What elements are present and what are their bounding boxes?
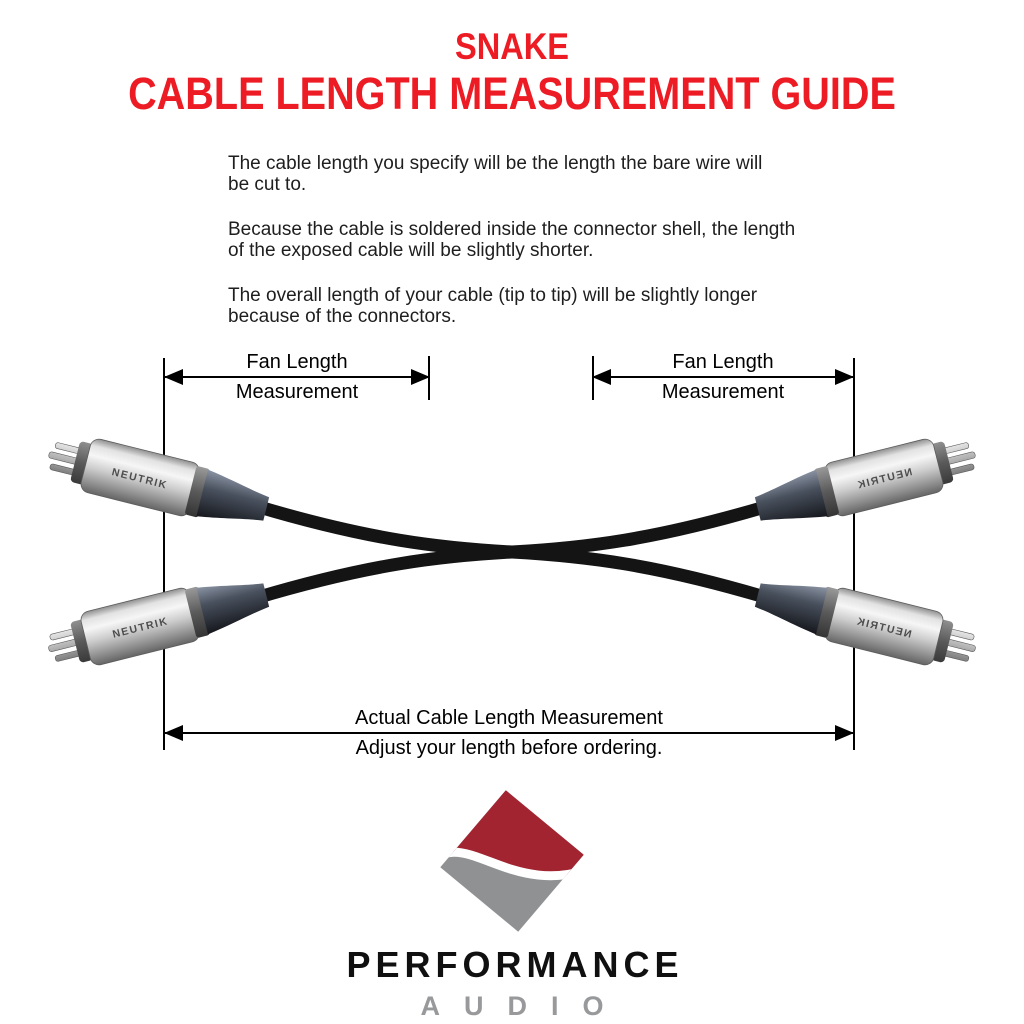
measurement-extent-line-left [163, 358, 165, 750]
fan-length-label-right-line1: Fan Length [672, 351, 774, 373]
actual-length-label-line1: Actual Cable Length Measurement [355, 707, 663, 729]
title-line-1: SNAKE [455, 26, 569, 67]
title-line-2: CABLE LENGTH MEASUREMENT GUIDE [128, 68, 896, 119]
performance-audio-logo: PERFORMANCE AUDIO [0, 786, 1024, 1022]
measurement-extent-line-right [853, 358, 855, 750]
intro-text-block: The cable length you specify will be the… [228, 153, 838, 351]
fan-length-arrow-left: Fan Length Measurement [165, 352, 429, 402]
xlr-connector-top-right [750, 427, 983, 537]
actual-length-label-line2: Adjust your length before ordering. [355, 737, 663, 759]
xlr-connector-bottom-right [750, 567, 983, 677]
xlr-connector-bottom-left [41, 567, 274, 677]
intro-paragraph-2: Because the cable is soldered inside the… [228, 219, 796, 261]
actual-length-label: Actual Cable Length Measurement Adjust y… [355, 708, 663, 758]
fan-length-label-right-line2: Measurement [661, 381, 785, 403]
xlr-connector-top-left [41, 427, 274, 537]
intro-paragraph-1: The cable length you specify will be the… [228, 153, 763, 195]
brand-name-performance: PERFORMANCE [346, 944, 684, 985]
title-block: SNAKE CABLE LENGTH MEASUREMENT GUIDE [0, 26, 1024, 119]
fan-length-label-left: Fan Length Measurement [236, 352, 358, 402]
logo-diamond-icon [434, 786, 590, 936]
fan-length-label-left-line2: Measurement [235, 381, 359, 403]
cable-bottom-left-to-top-right [249, 499, 775, 605]
actual-length-arrow: Actual Cable Length Measurement Adjust y… [165, 708, 853, 758]
fan-length-label-right: Fan Length Measurement [662, 352, 784, 402]
brand-name-audio: AUDIO [420, 991, 628, 1021]
fan-length-arrow-right: Fan Length Measurement [593, 352, 853, 402]
intro-paragraph-3: The overall length of your cable (tip to… [228, 285, 758, 327]
fan-length-label-left-line1: Fan Length [246, 351, 348, 373]
cable-top-left-to-bottom-right [249, 499, 775, 605]
